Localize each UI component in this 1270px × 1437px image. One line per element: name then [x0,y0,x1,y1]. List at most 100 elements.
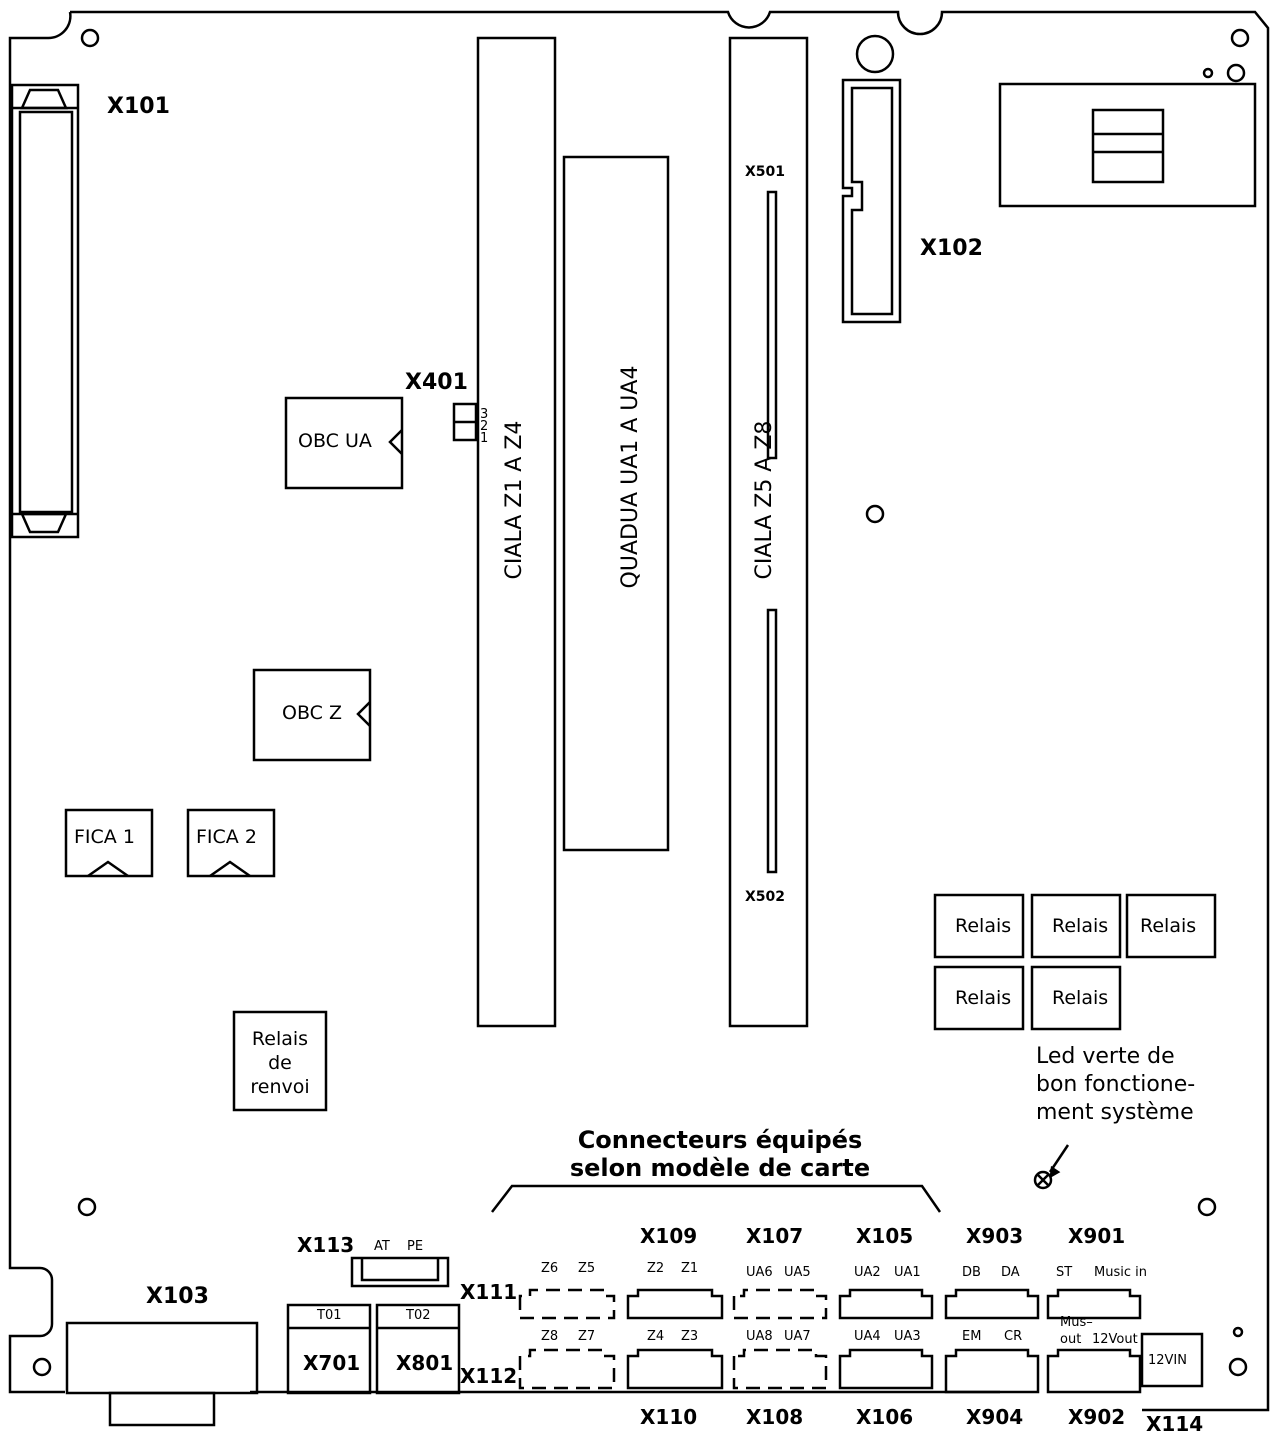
pcb-outline [8,10,1270,1412]
slot-quadua [562,155,670,852]
pin-x113-pe: PE [407,1239,424,1254]
x903-connector [944,1288,1040,1320]
x801-connector [375,1303,461,1395]
pin-t02: T02 [406,1308,431,1323]
x107-connector [732,1288,828,1320]
slot-ciala-z5-z8 [728,36,809,1028]
pin-x111-a: Z6 [541,1261,559,1276]
label-x113: X113 [297,1233,355,1257]
label-x901: X901 [1068,1224,1126,1248]
relay-3 [1125,893,1217,959]
pin-x111-b: Z5 [578,1261,596,1276]
relay-5 [1030,965,1122,1031]
x101-connector [10,83,80,539]
label-x902: X902 [1068,1405,1126,1429]
x106-connector [838,1348,934,1390]
obc-z-chip [252,668,372,762]
x401-pin-1: 1 [480,431,489,446]
label-x107: X107 [746,1224,804,1248]
x112-connector [518,1348,616,1390]
pin-x106-b: UA3 [894,1329,921,1344]
x401-pin-3: 3 [480,407,489,422]
pin-x108-a: UA8 [746,1329,773,1344]
note-equipped-2: selon modèle de carte [569,1154,871,1182]
label-relay-5: Relais [1052,987,1109,1009]
label-x701: X701 [303,1351,361,1375]
label-obc-ua: OBC UA [298,430,372,452]
pin-x108-b: UA7 [784,1329,811,1344]
label-obc-z: OBC Z [282,702,342,724]
label-x109: X109 [640,1224,698,1248]
x110-connector [626,1348,724,1390]
pin-x903-b: DA [1001,1265,1020,1280]
label-x110: X110 [640,1405,698,1429]
relay-1 [933,893,1025,959]
label-x502: X502 [745,889,786,905]
pin-x902-b: out [1060,1332,1082,1347]
pin-x110-b: Z3 [681,1329,699,1344]
pin-x105-a: UA2 [854,1265,881,1280]
pin-x114: 12VIN [1148,1353,1187,1368]
label-x801: X801 [396,1351,454,1375]
pin-x107-b: UA5 [784,1265,811,1280]
label-x501: X501 [745,164,786,180]
label-x114: X114 [1146,1412,1204,1436]
pin-x904-b: CR [1004,1329,1023,1344]
label-relay-renvoi-3: renvoi [250,1076,310,1098]
relay-2 [1030,893,1122,959]
pin-x109-b: Z1 [681,1261,699,1276]
slot-ciala-z1-z4 [476,36,557,1028]
pin-x110-a: Z4 [647,1329,665,1344]
x114-connector [1140,1332,1204,1388]
pin-x113-at: AT [374,1239,390,1254]
x501-bar [766,190,778,460]
x901-connector [1046,1288,1142,1320]
note-equipped-1: Connecteurs équipés [577,1126,863,1154]
pin-x904-a: EM [962,1329,982,1344]
pin-x901-a: ST [1056,1265,1073,1280]
pin-x105-b: UA1 [894,1265,921,1280]
label-x103: X103 [146,1284,209,1309]
x103-connector [65,1321,259,1427]
pin-t01: T01 [317,1308,342,1323]
top-right-module [998,82,1257,208]
x109-connector [626,1288,724,1320]
label-x401: X401 [405,370,468,395]
label-relay-3: Relais [1140,915,1197,937]
pin-x106-a: UA4 [854,1329,881,1344]
pin-x903-a: DB [962,1265,981,1280]
label-fica2: FICA 2 [196,826,257,848]
x401-jumper [452,402,478,442]
label-x106: X106 [856,1405,914,1429]
label-relay-renvoi-1: Relais [251,1028,309,1050]
label-relay-2: Relais [1052,915,1109,937]
note-led-3: ment système [1036,1100,1194,1125]
label-relay-4: Relais [955,987,1012,1009]
x113-connector [350,1256,450,1288]
label-x101: X101 [107,94,170,119]
label-x903: X903 [966,1224,1024,1248]
x904-connector [944,1348,1040,1394]
x902-connector [1046,1348,1142,1394]
label-x112: X112 [460,1364,518,1388]
label-x904: X904 [966,1405,1024,1429]
label-ciala-z1-z4: CIALA Z1 A Z4 [502,420,527,580]
fica2-chip [186,808,276,878]
x108-connector [732,1348,828,1390]
pin-x902-c: 12Vout [1092,1332,1138,1347]
x401-pin-2: 2 [480,419,489,434]
x701-connector [286,1303,372,1395]
label-x108: X108 [746,1405,804,1429]
label-relay-1: Relais [955,915,1012,937]
note-led-2: bon fonctione- [1036,1072,1196,1097]
relay-4 [933,965,1025,1031]
obc-ua-chip [284,396,404,490]
label-fica1: FICA 1 [74,826,135,848]
label-ciala-z5-z8: CIALA Z5 A Z8 [752,420,777,580]
pin-x902-a: Mus– [1060,1315,1093,1330]
pin-x107-a: UA6 [746,1265,773,1280]
label-x111: X111 [460,1280,518,1304]
x111-connector [518,1288,616,1320]
x102-connector [841,78,902,324]
